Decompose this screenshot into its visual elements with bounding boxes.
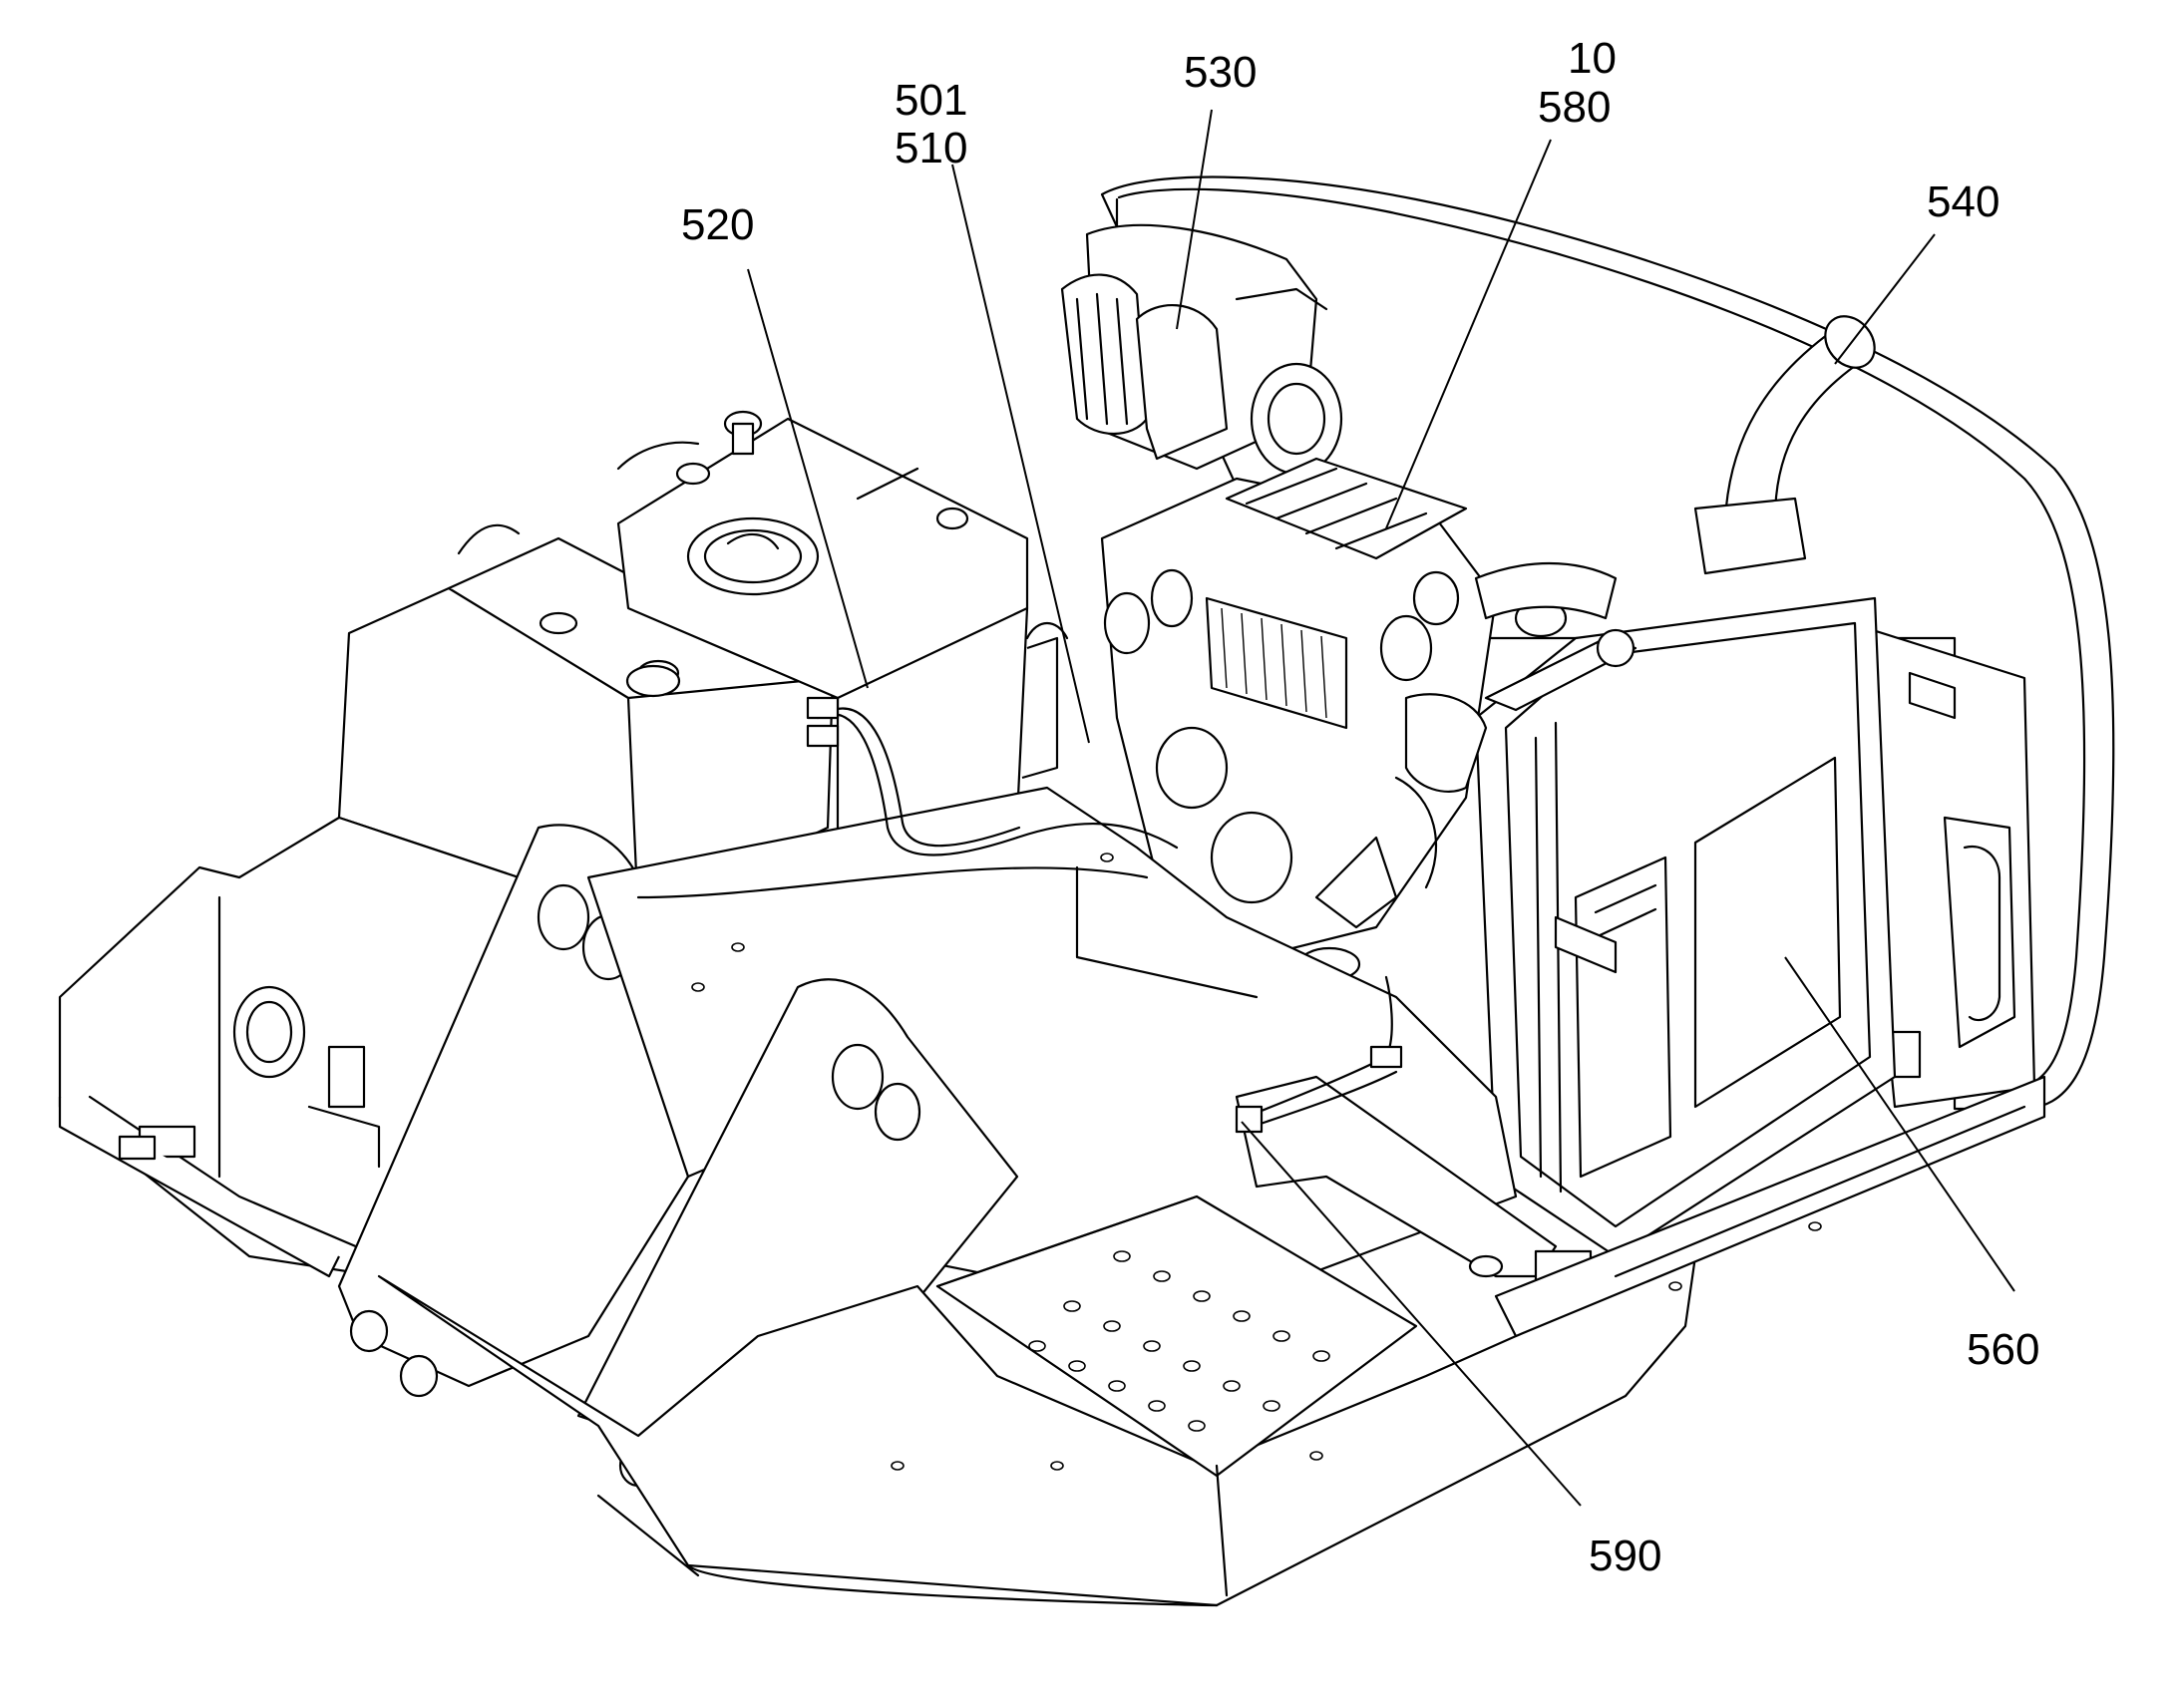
leader-560 [1784,956,2015,1292]
hose-590 [1235,975,1403,1134]
reference-numerals: 520 501 510 530 10 580 540 560 590 [681,34,2039,1580]
label-501: 501 [895,76,967,125]
label-510: 510 [895,124,967,172]
label-580: 580 [1538,83,1611,132]
air-cleaner-530 [1060,223,1343,476]
deck-holes [691,853,1822,1471]
tank-assembly [337,410,1069,1004]
leader-10-580 [1385,139,1552,529]
label-590: 590 [1589,1532,1661,1580]
label-520: 520 [681,200,754,249]
engine-10 [1100,457,1618,982]
leader-590 [1241,1121,1582,1507]
leader-520 [747,268,869,689]
label-530: 530 [1184,48,1257,97]
hose-520 [806,696,1179,856]
leader-530 [1176,109,1213,330]
label-560: 560 [1967,1325,2039,1374]
label-540: 540 [1927,177,1999,226]
leader-lines [747,109,2015,1507]
radiator-cooler-560 [1474,596,1897,1258]
main-frame [58,786,2046,1607]
leader-540 [1834,233,1936,365]
label-10: 10 [1568,34,1617,83]
leader-501-510 [951,164,1090,744]
